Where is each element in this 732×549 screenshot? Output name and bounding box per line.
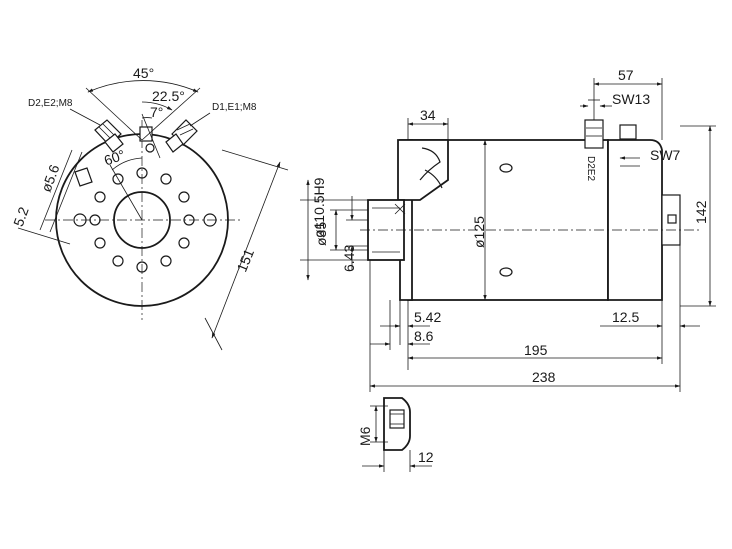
label-cap-d2e2: D2E2 xyxy=(585,156,596,181)
mounting-hole-top xyxy=(145,143,155,153)
cap-clamp xyxy=(619,124,637,140)
dim-diagonal-151: 151 xyxy=(233,246,257,274)
dim-34: 34 xyxy=(420,107,436,123)
dim-sw13: SW13 xyxy=(612,91,650,107)
detail-threaded-hole xyxy=(389,409,405,429)
terminal-stud-left xyxy=(94,119,124,153)
label-terminal-left: D2,E2;M8 xyxy=(28,98,73,109)
mounting-hole-left xyxy=(73,213,87,227)
detail-view: M6 12 xyxy=(357,397,434,472)
dim-angle-7: 7° xyxy=(150,104,163,120)
dim-238: 238 xyxy=(532,369,556,385)
dim-sw7: SW7 xyxy=(650,147,681,163)
dim-12-5: 12.5 xyxy=(612,309,639,325)
flange-notch xyxy=(74,167,93,187)
dim-57: 57 xyxy=(618,67,634,83)
cap-terminal xyxy=(584,119,604,149)
dim-m6: M6 xyxy=(357,426,373,446)
body-stud-bottom xyxy=(499,267,513,277)
dim-12: 12 xyxy=(418,449,434,465)
dim-offset-5-2: 5.2 xyxy=(10,205,32,229)
dim-pilot-diameter: ø110.5H9 xyxy=(311,177,327,238)
bolt-circle-holes xyxy=(89,167,195,273)
dim-hole-diameter: ø5.6 xyxy=(38,162,63,194)
dim-body-diameter: ø125 xyxy=(471,216,487,248)
dim-shaft-diameter: ø35 xyxy=(313,222,329,246)
dim-5-42: 5.42 xyxy=(414,309,441,325)
front-view: 45° 22.5° 7° 60° D2,E2;M8 D1,E1;M8 ø5.6 … xyxy=(10,65,289,351)
label-terminal-right: D1,E1;M8 xyxy=(212,102,257,113)
rear-screw xyxy=(667,214,677,224)
dim-8-6: 8.6 xyxy=(414,328,434,344)
body-stud-top xyxy=(499,163,513,173)
dim-height-142: 142 xyxy=(693,200,709,224)
dim-6-43: 6.43 xyxy=(341,245,357,272)
rear-end-cap xyxy=(607,139,663,301)
dim-angle-45: 45° xyxy=(133,65,154,81)
dim-angle-60: 60° xyxy=(102,146,127,168)
side-view: D2E2 34 57 SW13 SW7 xyxy=(300,67,716,392)
dim-angle-22-5: 22.5° xyxy=(152,88,185,104)
terminal-stud-right xyxy=(165,119,198,153)
dim-195: 195 xyxy=(524,342,548,358)
